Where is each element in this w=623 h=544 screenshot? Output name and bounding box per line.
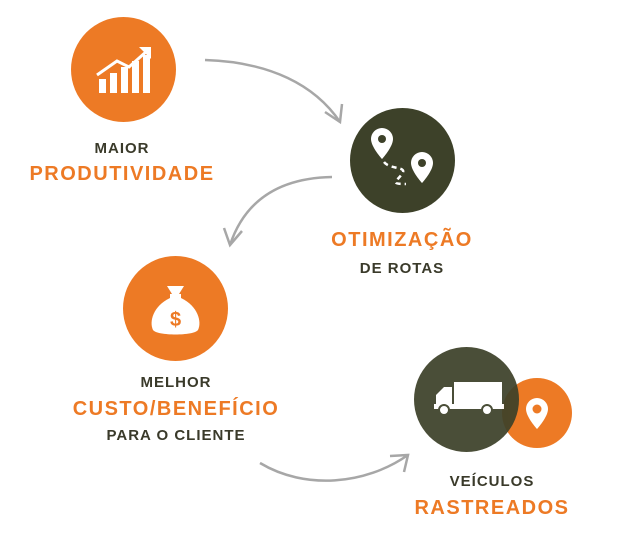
cost-benefit-circle: $ [123, 256, 228, 361]
step3-line2: CUSTO/BENEFÍCIO [72, 398, 280, 420]
step4-line1: VEÍCULOS [449, 473, 535, 490]
tracked-vehicles-circle [414, 347, 519, 452]
step1-line1: MAIOR [94, 140, 150, 157]
route-pins-icon [371, 128, 433, 186]
step2-line2: DE ROTAS [359, 260, 445, 277]
growth-chart-icon [96, 47, 151, 93]
truck-icon [434, 382, 504, 416]
step3-line1: MELHOR [140, 374, 212, 391]
money-bag-icon: $ [151, 286, 200, 335]
step3-line3: PARA O CLIENTE [106, 427, 246, 444]
step4-line2: RASTREADOS [414, 497, 570, 519]
svg-text:$: $ [170, 309, 181, 331]
step1-line2: PRODUTIVIDADE [29, 163, 215, 185]
step2-line1: OTIMIZAÇÃO [331, 229, 473, 251]
route-optimization-circle [350, 108, 455, 213]
location-pin-icon [526, 398, 548, 429]
productivity-circle [71, 17, 176, 122]
